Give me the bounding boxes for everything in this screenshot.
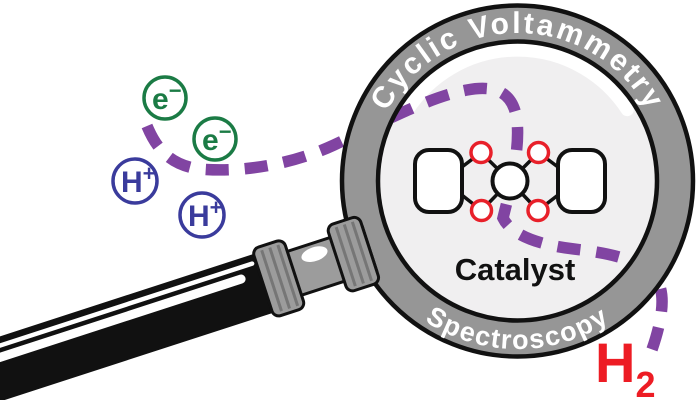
electron-circle-icon <box>142 75 188 121</box>
proton-circle-icon <box>111 157 159 205</box>
electron-badge-1: e− <box>142 75 188 121</box>
metal-center-icon <box>490 161 530 201</box>
proton-circle-icon <box>178 191 226 239</box>
ferrule-hole-icon <box>301 246 328 263</box>
handle-highlight-thin <box>0 261 255 400</box>
oxygen-atom-icon <box>526 198 550 223</box>
handle-highlight-stripe <box>0 274 246 400</box>
oxygen-atom-icon <box>469 140 493 165</box>
oxygen-atom-icon <box>526 140 551 165</box>
electron-circle-icon <box>192 116 238 162</box>
svg-text:H+: H+ <box>188 195 223 233</box>
hydrogen-product-label: H2 <box>595 331 655 400</box>
ferrule-band-1 <box>252 239 306 318</box>
ferrule-band-2 <box>326 215 381 293</box>
svg-text:e−: e− <box>202 119 232 157</box>
ligand-ring-right <box>556 148 607 214</box>
oxygen-atom-icon <box>469 198 494 223</box>
handle-ferrule <box>252 215 381 318</box>
magnifier-handle <box>0 252 291 400</box>
proton-badge-2: H+ <box>178 191 226 239</box>
proton-badge-1: H+ <box>111 157 159 205</box>
catalyst-molecule <box>413 140 607 223</box>
svg-text:H+: H+ <box>121 161 156 199</box>
rim-inner-edge <box>375 39 660 323</box>
catalyst-label: Catalyst <box>455 252 576 287</box>
lens-glare-icon <box>401 43 634 117</box>
rim-outer-edge <box>339 3 696 359</box>
ligand-ring-left <box>413 148 464 214</box>
electron-badge-2: e− <box>192 116 238 162</box>
svg-text:e−: e− <box>152 78 182 116</box>
handle-body <box>0 252 291 400</box>
rim-ring <box>342 5 693 357</box>
